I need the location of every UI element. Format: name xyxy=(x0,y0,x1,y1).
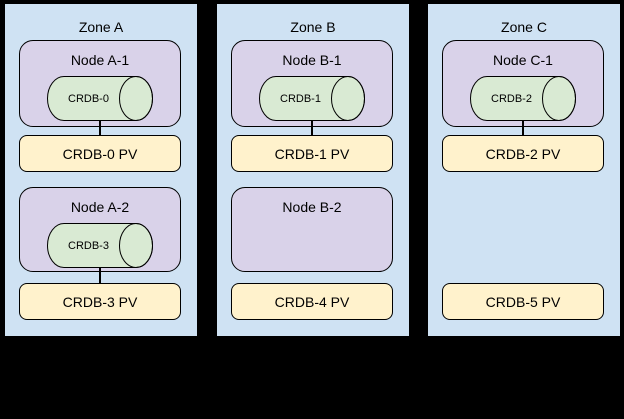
connector-line xyxy=(99,121,101,135)
zone-a: Zone A Node A-1 CRDB-0 CRDB-0 PV Node A-… xyxy=(4,3,198,337)
pv-box: CRDB-2 PV xyxy=(442,135,604,172)
node-label: Node B-2 xyxy=(282,199,342,215)
zone-label: Zone C xyxy=(501,19,547,35)
database-cylinder-icon: CRDB-3 xyxy=(47,223,153,268)
pv-box: CRDB-4 PV xyxy=(231,283,393,320)
node-label: Node A-1 xyxy=(70,52,130,68)
cylinder-label: CRDB-2 xyxy=(491,92,532,105)
connector-line xyxy=(311,121,313,135)
pv-box: CRDB-1 PV xyxy=(231,135,393,172)
zone-b: Zone B Node B-1 CRDB-1 CRDB-1 PV Node B-… xyxy=(216,3,410,337)
pv-box: CRDB-3 PV xyxy=(19,283,181,320)
database-cylinder-icon: CRDB-1 xyxy=(259,76,365,121)
connector-line xyxy=(99,268,101,283)
node-label: Node C-1 xyxy=(493,52,553,68)
database-cylinder-icon: CRDB-0 xyxy=(47,76,153,121)
cylinder-label: CRDB-0 xyxy=(68,92,109,105)
node-box-b2: Node B-2 xyxy=(231,187,393,272)
connector-line xyxy=(522,121,524,135)
node-label: Node B-1 xyxy=(282,52,342,68)
zone-c: Zone C Node C-1 CRDB-2 CRDB-2 PV CRDB-5 … xyxy=(427,3,621,337)
zone-label: Zone A xyxy=(78,19,124,35)
node-label: Node A-2 xyxy=(70,199,130,215)
zone-label: Zone B xyxy=(290,19,336,35)
cylinder-label: CRDB-3 xyxy=(68,239,109,252)
pv-box: CRDB-0 PV xyxy=(19,135,181,172)
pv-box: CRDB-5 PV xyxy=(442,283,604,320)
database-cylinder-icon: CRDB-2 xyxy=(470,76,576,121)
cylinder-label: CRDB-1 xyxy=(280,92,321,105)
